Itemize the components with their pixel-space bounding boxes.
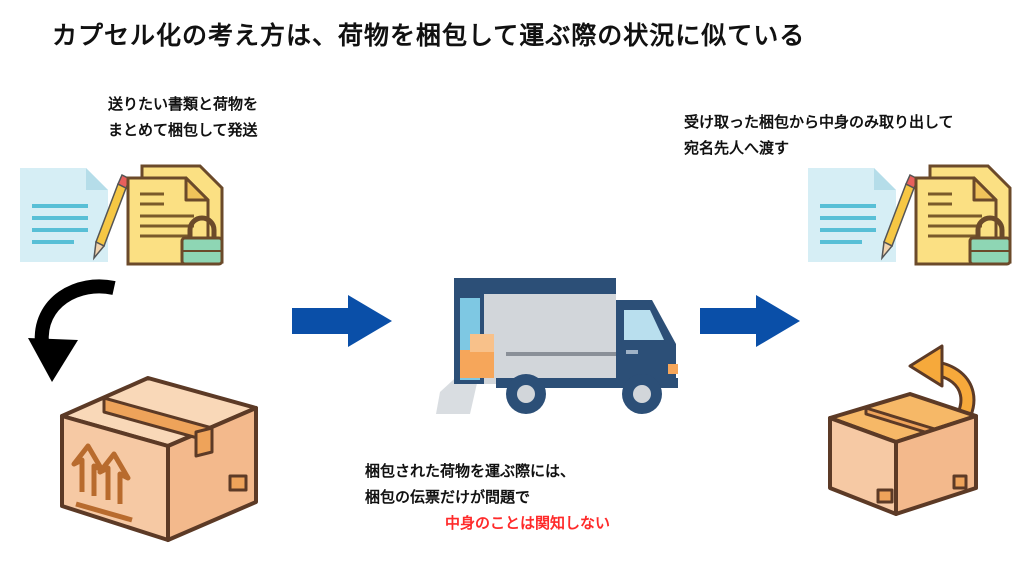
receive-caption: 受け取った梱包から中身のみ取り出して 宛名先人へ渡す (684, 109, 954, 161)
locked-document-icon (914, 164, 1012, 266)
send-caption-line-2: まとめて梱包して発送 (108, 121, 258, 139)
blue-document-icon (808, 168, 896, 262)
send-caption: 送りたい書類と荷物を まとめて梱包して発送 (108, 91, 258, 143)
blue-arrow-right-icon-1 (292, 295, 392, 347)
blue-arrow-right-icon-2 (700, 295, 800, 347)
page-title: カプセル化の考え方は、荷物を梱包して運ぶ際の状況に似ている (52, 21, 806, 50)
blue-document-icon (20, 168, 108, 262)
highlight-text: 中身のことは関知しない (445, 514, 611, 532)
documents-icon-left (20, 164, 224, 266)
pencil-icon (880, 173, 919, 261)
documents-icon-right (808, 164, 1012, 266)
delivery-truck-icon (436, 278, 678, 414)
closed-box-icon (60, 376, 258, 542)
send-caption-line-1: 送りたい書類と荷物を (108, 95, 259, 113)
curved-arrow-down-icon (28, 279, 116, 382)
receive-caption-line-2: 宛名先人へ渡す (684, 139, 790, 157)
transport-caption-line-1: 梱包された荷物を運ぶ際には、 (365, 462, 576, 480)
locked-document-icon (126, 164, 224, 266)
receive-caption-line-1: 受け取った梱包から中身のみ取り出して (684, 113, 954, 131)
this-side-up-icon (71, 443, 133, 523)
transport-caption: 梱包された荷物を運ぶ際には、 梱包の伝票だけが問題で (365, 458, 575, 510)
opened-box-icon (828, 344, 978, 516)
transport-caption-line-2: 梱包の伝票だけが問題で (365, 488, 531, 506)
